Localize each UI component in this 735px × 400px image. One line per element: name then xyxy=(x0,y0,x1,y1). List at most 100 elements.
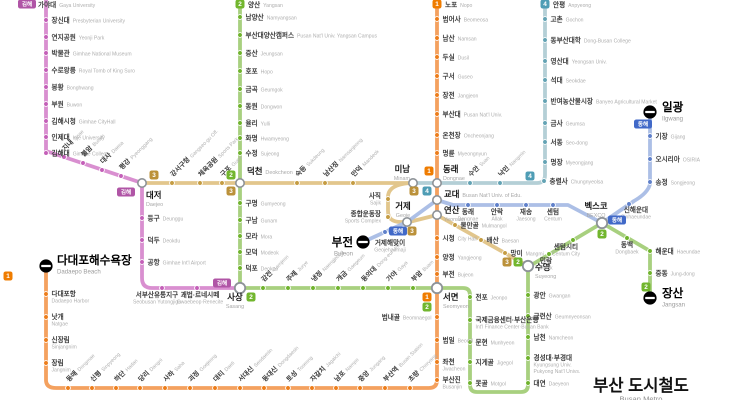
svg-text:2: 2 xyxy=(600,231,604,238)
svg-text:김해: 김해 xyxy=(121,188,131,196)
station-centum-city-line2-dot xyxy=(570,237,576,243)
station-buam-line2: 부암Buam xyxy=(409,259,435,283)
station-yangjeong-line1-dot xyxy=(434,254,440,260)
station-dangni-line1-dot xyxy=(137,385,143,391)
station-minam-line3-transfer-circle-icon xyxy=(407,178,418,189)
svg-text:평강Pyeonggang: 평강Pyeonggang xyxy=(117,134,154,171)
station-jigegol-line2-dot xyxy=(467,359,473,365)
badge-line3-icon: 3 xyxy=(226,186,236,196)
svg-text:사하Saha: 사하Saha xyxy=(161,358,186,383)
station-gimhae-national-museum-gimhae-dot xyxy=(43,50,49,56)
badge-line4-icon: 4 xyxy=(422,186,432,196)
station-gaegeum-line2-dot xyxy=(335,285,341,291)
station-int-l-finance-center-busan-bank-line2-dot xyxy=(467,317,473,323)
station-yulli-line2-dot xyxy=(237,120,243,126)
station-geumnyeonsan-line2-dot xyxy=(525,313,531,319)
svg-text:동해: 동해 xyxy=(393,227,403,235)
station-dongmae-line1-dot xyxy=(65,385,71,391)
station-suyeong-line2-transfer-circle-icon xyxy=(521,259,535,273)
station-myeongjang-line4-dot xyxy=(542,159,548,165)
station-sajik-line3-dot xyxy=(385,196,391,202)
svg-text:1: 1 xyxy=(427,168,431,175)
station-banyeo-agricultural-market-line4-dot xyxy=(542,98,548,104)
svg-text:2: 2 xyxy=(238,1,242,8)
station-suan-line4-dot xyxy=(467,180,473,186)
svg-text:Busan Metro: Busan Metro xyxy=(619,395,662,400)
badge-line1-icon: 1 xyxy=(422,292,432,302)
station-gwangan-line2-dot xyxy=(525,292,531,298)
badge-line1-icon: 1 xyxy=(424,166,434,176)
svg-text:2: 2 xyxy=(425,304,429,311)
transfer-markers-layer xyxy=(39,105,657,305)
badge-donghae-icon: 동해 xyxy=(608,215,626,225)
station-sujeong-line2-dot xyxy=(237,150,243,156)
station-daeti-line1: 대티Daeti xyxy=(211,360,236,383)
station-gamjeon-line2-dot xyxy=(260,285,266,291)
station-bonghwang-gimhae-dot xyxy=(43,84,49,90)
station-geoje-line3-transfer-circle-icon xyxy=(401,217,412,228)
station-yeongsan-univ-line4-dot xyxy=(542,58,548,64)
station-jangnim-line1-dot xyxy=(43,360,49,366)
svg-text:낙민Nangmin: 낙민Nangmin xyxy=(496,147,527,178)
svg-text:1: 1 xyxy=(6,273,10,280)
station-gaya-line2-dot xyxy=(385,285,391,291)
station-mangmi-line3-dot xyxy=(502,250,508,256)
svg-text:3: 3 xyxy=(412,188,416,195)
station-saha-line1-dot xyxy=(162,385,168,391)
svg-text:동해: 동해 xyxy=(638,120,648,128)
station-baesan-line3-dot xyxy=(478,237,484,243)
station-bujeon-donghae-terminus-icon xyxy=(356,235,370,249)
station-mora-line2-dot xyxy=(237,233,243,239)
svg-text:3: 3 xyxy=(410,228,414,235)
